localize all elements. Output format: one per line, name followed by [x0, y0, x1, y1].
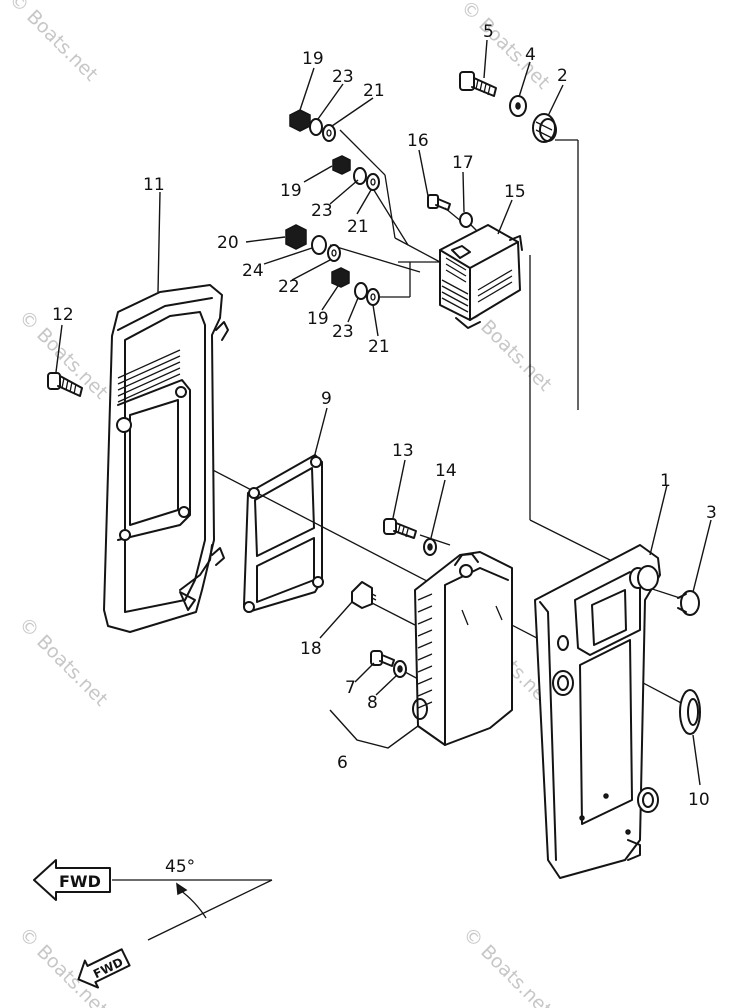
part-2-grommet [532, 113, 557, 143]
callout-label: 11 [143, 175, 165, 195]
callout-label: 19 [302, 49, 324, 69]
fwd-arrow-label: FWD [59, 872, 101, 891]
part-4-washer [509, 95, 527, 117]
callout-label: 21 [363, 81, 385, 101]
callout-label: 19 [307, 309, 329, 329]
callout-label: 17 [452, 153, 474, 173]
callout-label: 10 [688, 790, 710, 810]
callout-label: 6 [337, 753, 348, 773]
callout-label: 7 [345, 678, 356, 698]
callout-labels: 1 2 3 4 5 6 7 8 9 10 11 12 13 14 15 16 1… [52, 22, 717, 810]
part-9-gasket [243, 454, 324, 613]
part-14-washer [423, 538, 437, 556]
callout-label: 23 [332, 67, 354, 87]
part-8-washer [393, 660, 407, 678]
callout-label: 5 [483, 22, 494, 42]
part-1-bracket [534, 544, 661, 879]
watermark: © Boats.net [4, 0, 102, 86]
part-13-screw [383, 518, 417, 539]
callout-label: 4 [525, 45, 536, 65]
angled-fwd-arrow-icon [77, 948, 131, 989]
nuts-and-washers [285, 109, 380, 306]
part-3-grommet [677, 590, 700, 616]
fwd-arrow-icon [33, 859, 111, 901]
callout-label: 19 [280, 181, 302, 201]
watermark: © Boats.net [458, 923, 556, 1008]
callout-label: 2 [557, 66, 568, 86]
callout-label: 23 [332, 322, 354, 342]
callout-label: 13 [392, 441, 414, 461]
callout-label: 21 [368, 337, 390, 357]
part-16-screw [427, 194, 451, 211]
callout-label: 12 [52, 305, 74, 325]
callout-label: 21 [347, 217, 369, 237]
callout-label: 16 [407, 131, 429, 151]
part-17-washer [459, 212, 473, 228]
part-18-plug [351, 581, 377, 609]
callout-label: 22 [278, 277, 300, 297]
angle-label: 45° [165, 857, 195, 877]
part-15-regulator [439, 224, 523, 329]
callout-label: 18 [300, 639, 322, 659]
part-7-screw [370, 650, 395, 667]
callout-label: 9 [321, 389, 332, 409]
part-10-grommet [679, 689, 701, 735]
callout-label: 15 [504, 182, 526, 202]
part-5-bolt [459, 71, 497, 97]
leader-lines [55, 39, 712, 786]
watermarks: © Boats.net © Boats.net © Boats.net © Bo… [4, 0, 556, 1008]
callout-label: 8 [367, 693, 378, 713]
part-12-screw [47, 372, 83, 397]
callout-label: 14 [435, 461, 457, 481]
callout-label: 20 [217, 233, 239, 253]
callout-label: 3 [706, 503, 717, 523]
watermark: © Boats.net [14, 613, 112, 711]
callout-label: 1 [660, 471, 671, 491]
part-6-ignition-unit [412, 551, 513, 746]
callout-label: 24 [242, 261, 264, 281]
callout-label: 23 [311, 201, 333, 221]
fwd-direction-indicator: FWD 45° FWD [33, 857, 273, 989]
part-11-outer-cover [103, 284, 229, 633]
